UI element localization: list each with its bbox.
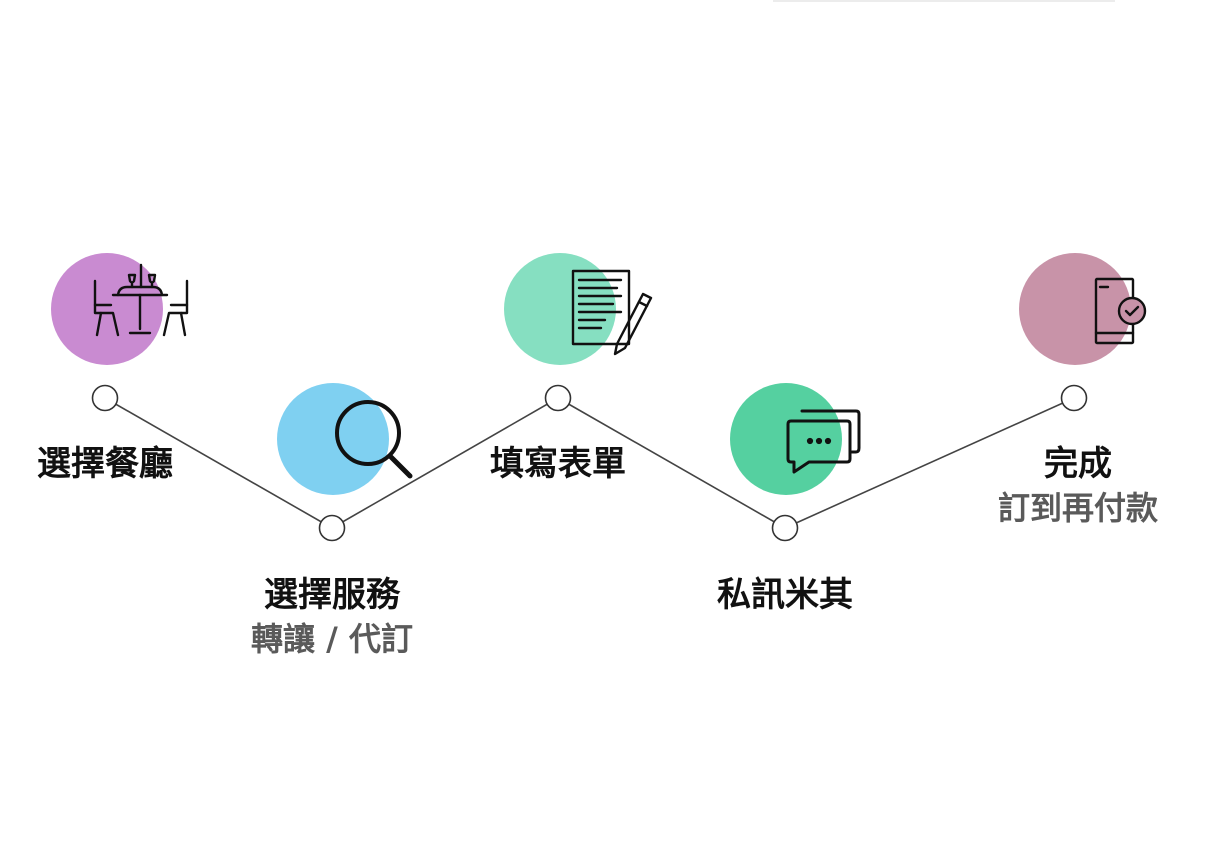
- step-5-blob: [1019, 253, 1131, 365]
- step-2-label: 選擇服務 轉讓 / 代訂: [202, 573, 462, 661]
- connector-line-4: [784, 397, 1075, 529]
- connector-line-1: [104, 397, 333, 529]
- timeline-node-3: [544, 384, 572, 412]
- step-4-title: 私訊米其: [717, 575, 853, 615]
- step-2-subtitle: 轉讓 / 代訂: [251, 620, 413, 658]
- step-3-title: 填寫表單: [490, 444, 626, 484]
- step-5-title: 完成: [1044, 444, 1112, 484]
- step-4-blob: [730, 383, 842, 495]
- timeline-node-4: [771, 514, 799, 542]
- step-1-label: 選擇餐廳: [0, 442, 235, 486]
- step-1-title: 選擇餐廳: [37, 444, 173, 484]
- step-5-label: 完成 訂到再付款: [948, 442, 1205, 530]
- step-1-blob: [51, 253, 163, 365]
- timeline-node-2: [318, 514, 346, 542]
- restaurant-table-icon: [85, 257, 195, 367]
- step-4-label: 私訊米其: [655, 573, 915, 617]
- form-pencil-icon: [545, 258, 655, 368]
- magnifier-icon: [320, 386, 430, 496]
- timeline-node-1: [91, 384, 119, 412]
- phone-check-icon: [1062, 259, 1172, 369]
- timeline-node-5: [1060, 384, 1088, 412]
- connector-line-2: [331, 397, 559, 529]
- connector-line-3: [557, 397, 786, 529]
- top-divider: [773, 0, 1115, 2]
- chat-bubbles-icon: [772, 386, 882, 496]
- step-3-label: 填寫表單: [428, 442, 688, 486]
- step-5-subtitle: 訂到再付款: [997, 489, 1158, 527]
- step-2-title: 選擇服務: [264, 575, 400, 615]
